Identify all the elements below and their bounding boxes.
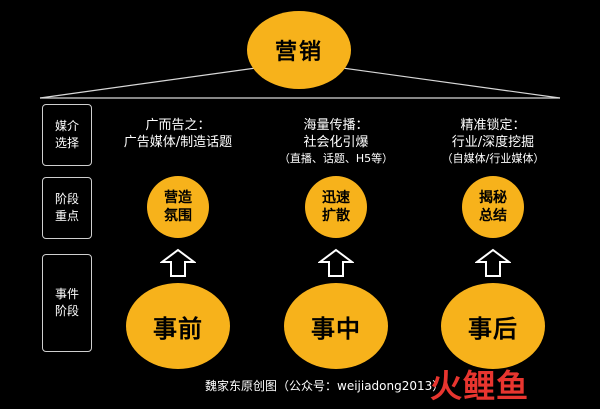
media-detail: 广告媒体/制造话题 [123, 135, 233, 150]
media-text-col2: 海量传播： 社会化引爆 （直播、话题、H5等） [263, 117, 409, 166]
marketing-title-circle: 营销 [247, 11, 351, 89]
row-label-stage-line1: 阶段 [54, 192, 79, 206]
focus-line1: 揭秘 [479, 190, 507, 206]
media-heading: 精准锁定： [460, 118, 526, 133]
event-circle-col2: 事中 [284, 283, 388, 369]
credit-footer: 魏家东原创图（公众号：weijiadong2013） [205, 379, 445, 393]
focus-line2: 扩散 [322, 208, 350, 224]
focus-line2: 总结 [479, 208, 507, 224]
focus-line1: 迅速 [322, 190, 350, 206]
focus-circle-col3: 揭秘 总结 [462, 176, 524, 238]
media-heading: 海量传播： [303, 118, 369, 133]
media-heading: 广而告之： [145, 118, 211, 133]
event-label: 事中 [311, 314, 361, 343]
focus-circle-col1: 营造 氛围 [147, 176, 209, 238]
focus-circle-col2: 迅速 扩散 [305, 176, 367, 238]
event-circle-col1: 事前 [126, 283, 230, 369]
row-label-event-line1: 事件 [54, 287, 79, 301]
marketing-title: 营销 [274, 40, 323, 65]
media-detail: 社会化引爆 [303, 135, 369, 150]
up-arrow-icon [160, 248, 196, 277]
focus-line2: 氛围 [164, 208, 192, 224]
media-note: （直播、话题、H5等） [278, 152, 394, 165]
up-arrow-icon [475, 248, 511, 277]
media-detail: 行业/深度挖掘 [451, 135, 535, 150]
media-text-col1: 广而告之： 广告媒体/制造话题 [108, 117, 248, 151]
row-label-media: 媒介 选择 [42, 104, 92, 166]
row-label-event: 事件 阶段 [42, 254, 92, 352]
focus-line1: 营造 [164, 190, 192, 206]
event-label: 事前 [153, 314, 203, 343]
event-label: 事后 [468, 314, 518, 343]
media-note: （自媒体/行业媒体） [441, 152, 545, 165]
row-label-stage-line2: 重点 [54, 209, 79, 223]
event-circle-col3: 事后 [441, 283, 545, 369]
row-label-media-line2: 选择 [54, 136, 79, 150]
up-arrow-icon [318, 248, 354, 277]
row-label-media-line1: 媒介 [54, 119, 79, 133]
watermark-logo: 火鲤鱼 [430, 367, 530, 405]
media-text-col3: 精准锁定： 行业/深度挖掘 （自媒体/行业媒体） [420, 117, 566, 166]
row-label-event-line2: 阶段 [54, 304, 79, 318]
row-label-stage: 阶段 重点 [42, 177, 92, 239]
